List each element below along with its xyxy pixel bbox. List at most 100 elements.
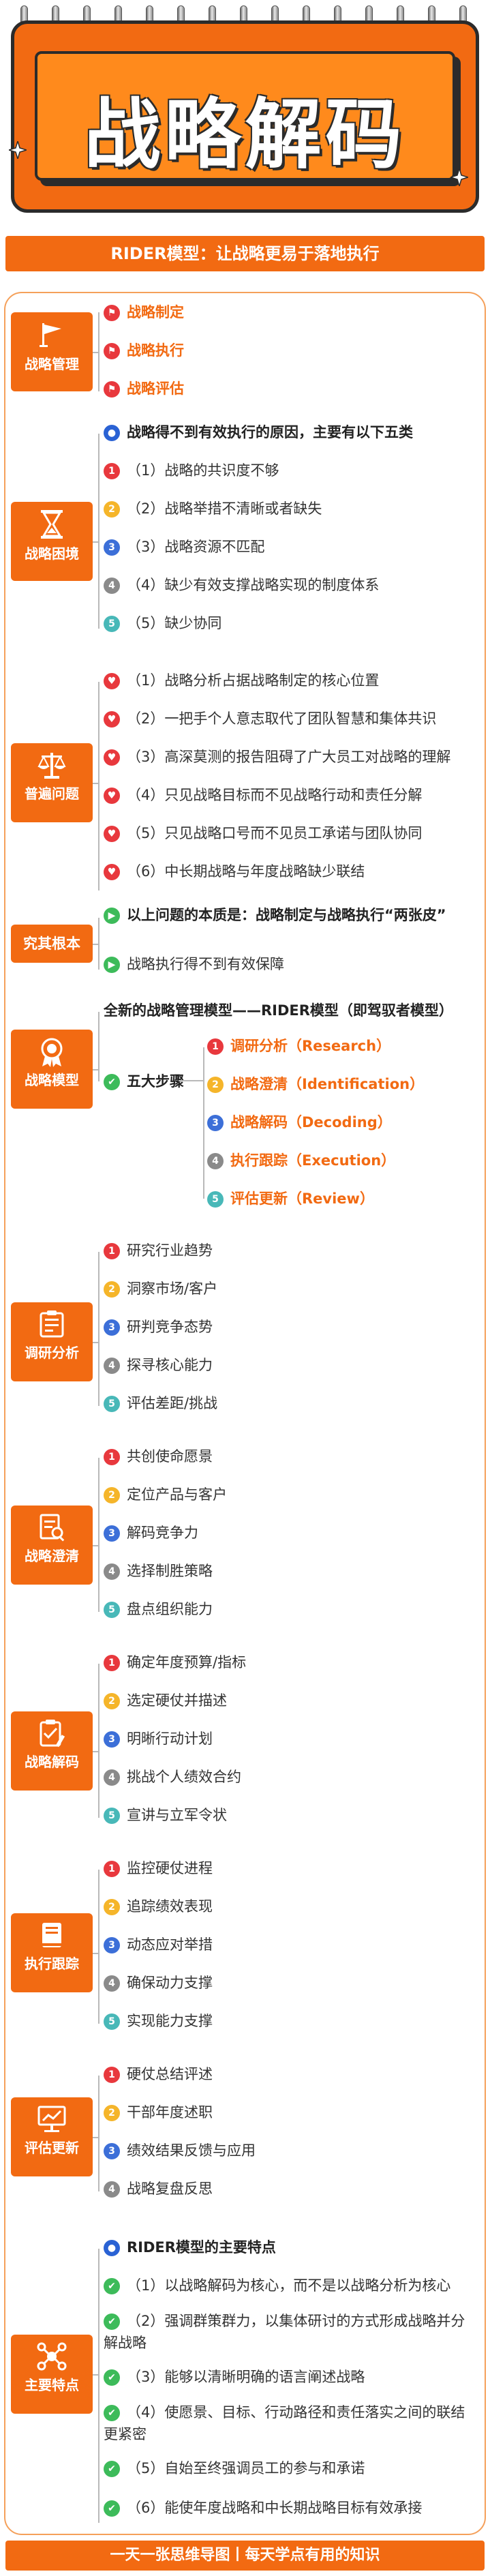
list-item: 1（1）战略的共识度不够 (104, 460, 279, 480)
check-bullet-icon: ✔ (104, 2461, 120, 2477)
flag-bullet-icon: ⚑ (104, 381, 120, 398)
list-item: ♥（3）高深莫测的报告阻碍了广大员工对战略的理解 (104, 746, 450, 766)
category-review-update: 评估更新 (11, 2097, 93, 2176)
list-item: ✔（6）能使年度战略和中长期战略目标有效承接 (104, 2497, 422, 2517)
clipboard-check-icon (40, 1720, 65, 1748)
list-item: ▶战略执行得不到有效保障 (104, 953, 284, 974)
category-main-features: 主要特点 (11, 2335, 93, 2414)
category-label: 主要特点 (25, 2377, 79, 2393)
heart-bullet-icon: ♥ (104, 711, 120, 728)
list-item: ✔（5）自始至终强调员工的参与和承诺 (104, 2457, 365, 2478)
heart-bullet-icon: ♥ (104, 788, 120, 804)
list-item: 5（5）缺少协同 (104, 612, 221, 633)
mindmap-container (4, 292, 486, 2535)
heart-bullet-icon: ♥ (104, 826, 120, 842)
list-item: ⚑战略评估 (104, 378, 184, 398)
category-label: 战略管理 (25, 356, 79, 372)
presentation-board-icon (37, 2106, 66, 2132)
location-pin-icon: ● (104, 2240, 120, 2256)
header-frame: 战略解码 (9, 20, 479, 213)
category-execution-tracking: 执行跟踪 (11, 1913, 93, 1992)
category-label: 战略澄清 (25, 1548, 79, 1564)
category-strategy-management: 战略管理 (11, 312, 93, 391)
document-search-icon (40, 1514, 65, 1542)
play-bullet-icon: ▶ (104, 957, 120, 973)
list-lead: ●战略得不到有效执行的原因，主要有以下五类 (104, 421, 413, 442)
flag-bullet-icon: ⚑ (104, 343, 120, 359)
list-item: 2（2）战略举措不清晰或者缺失 (104, 498, 322, 518)
category-label: 普遍问题 (25, 785, 79, 802)
report-icon (40, 1311, 64, 1338)
category-strategy-clarification: 战略澄清 (11, 1506, 93, 1585)
location-pin-icon: ● (104, 425, 120, 441)
check-bullet-icon: ✔ (104, 2313, 120, 2330)
hourglass-icon (41, 510, 63, 539)
steps-node: ✔五大步骤 (104, 1070, 184, 1091)
list-item: ♥（5）只见战略口号而不见员工承诺与团队协同 (104, 822, 422, 843)
check-bullet-icon: ✔ (104, 2369, 120, 2386)
flag-bullet-icon: ⚑ (104, 305, 120, 321)
header-banner: 战略解码 (0, 0, 490, 218)
network-icon (37, 2342, 67, 2371)
heart-bullet-icon: ♥ (104, 673, 120, 689)
category-label: 评估更新 (25, 2140, 79, 2156)
list-item: ♥（6）中长期战略与年度战略缺少联结 (104, 860, 365, 881)
flag-icon (40, 323, 61, 347)
scales-icon (37, 753, 66, 779)
book-icon (42, 1923, 61, 1947)
category-common-problems: 普遍问题 (11, 743, 93, 822)
list-item: 3（3）战略资源不匹配 (104, 536, 264, 556)
list-item: ✔（1）以战略解码为核心，而不是以战略分析为核心 (104, 2275, 450, 2295)
subtitle-bar: RIDER模型：让战略更易于落地执行 (5, 236, 485, 271)
category-strategy-dilemma: 战略困境 (11, 502, 93, 581)
page-title: 战略解码 (84, 91, 406, 179)
list-item: ♥（2）一把手个人意志取代了团队智慧和集体共识 (104, 708, 436, 728)
list-item: ✔（2）强调群策群力，以集体研讨的方式形成战略并分解战略 (104, 2313, 465, 2351)
sparkle-icon (450, 168, 468, 186)
category-label: 调研分析 (25, 1345, 79, 1361)
list-item: ♥（1）战略分析占据战略制定的核心位置 (104, 670, 379, 690)
list-item: ▶以上问题的本质是：战略制定与战略执行“两张皮” (104, 904, 446, 925)
check-bullet-icon: ✔ (104, 2500, 120, 2517)
award-icon (41, 1038, 63, 1067)
category-label: 执行跟踪 (25, 1956, 79, 1972)
list-item: ⚑战略执行 (104, 340, 184, 360)
heart-bullet-icon: ♥ (104, 749, 120, 766)
heart-bullet-icon: ♥ (104, 864, 120, 880)
list-item: ♥（4）只见战略目标而不见战略行动和责任分解 (104, 784, 422, 805)
category-research: 调研分析 (11, 1302, 93, 1381)
category-label: 战略解码 (25, 1754, 79, 1770)
list-item: ✔（3）能够以清晰明确的语言阐述战略 (104, 2366, 365, 2386)
list-item: 4（4）缺少有效支撑战略实现的制度体系 (104, 574, 379, 595)
list-lead: ●RIDER模型的主要特点 (104, 2236, 276, 2257)
list-lead: 全新的战略管理模型——RIDER模型（即驾驭者模型） (104, 1002, 453, 1019)
list-item: ✔（4）使愿景、目标、行动路径和责任落实之间的联结更紧密 (104, 2404, 465, 2442)
category-strategy-model: 战略模型 (11, 1030, 93, 1109)
category-strategy-decoding: 战略解码 (11, 1711, 93, 1791)
